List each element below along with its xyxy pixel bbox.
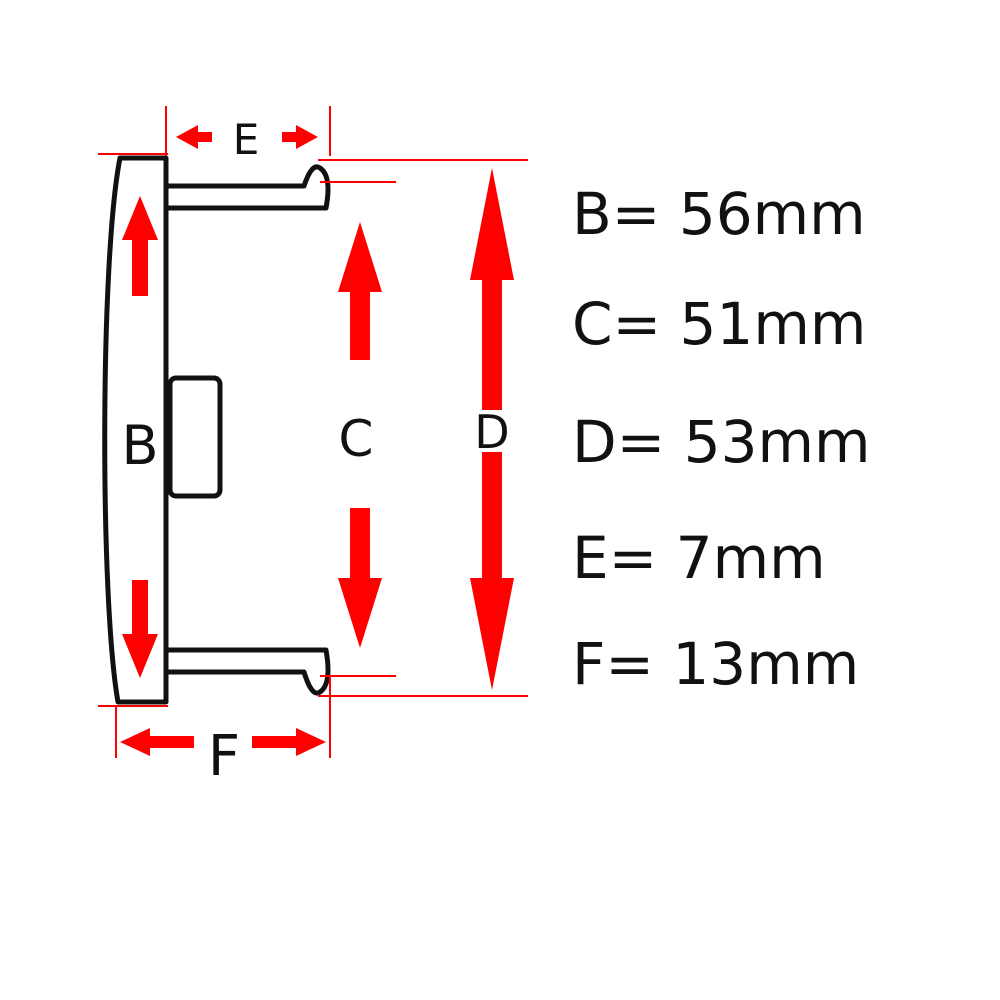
- spec-d: D= 53mm: [572, 408, 871, 476]
- center-tab: [167, 375, 223, 499]
- f-arrow-right: [252, 728, 326, 756]
- c-arrow-down: [338, 508, 382, 648]
- c-arrow-up: [338, 222, 382, 360]
- d-arrow-up: [470, 168, 514, 410]
- spec-c: C= 51mm: [572, 290, 867, 358]
- f-arrow-left: [120, 728, 194, 756]
- spec-e: E= 7mm: [572, 524, 826, 592]
- dim-d-arrow: [470, 168, 514, 690]
- cap-outline: [102, 155, 331, 705]
- e-arrow-left: [176, 125, 212, 149]
- dim-b-arrows: [122, 196, 158, 678]
- dim-e-label: E: [233, 115, 260, 164]
- dim-f-arrows: [120, 728, 326, 756]
- dim-b-label: B: [121, 414, 158, 477]
- bottom-clip-arm: [168, 647, 331, 696]
- spec-f: F= 13mm: [572, 630, 860, 698]
- dim-f-label: F: [208, 724, 240, 789]
- cap-front-face: [102, 155, 169, 705]
- b-arrow-up: [122, 196, 158, 296]
- dim-d-label: D: [474, 405, 509, 459]
- dim-c-arrows: [338, 222, 382, 648]
- d-arrow-down: [470, 452, 514, 690]
- top-clip-arm: [168, 164, 331, 211]
- b-arrow-down: [122, 580, 158, 678]
- dim-e-arrows: [176, 125, 318, 149]
- dim-c-label: C: [339, 410, 374, 468]
- spec-b: B= 56mm: [572, 180, 866, 248]
- extension-lines: [98, 106, 528, 758]
- e-arrow-right: [282, 125, 318, 149]
